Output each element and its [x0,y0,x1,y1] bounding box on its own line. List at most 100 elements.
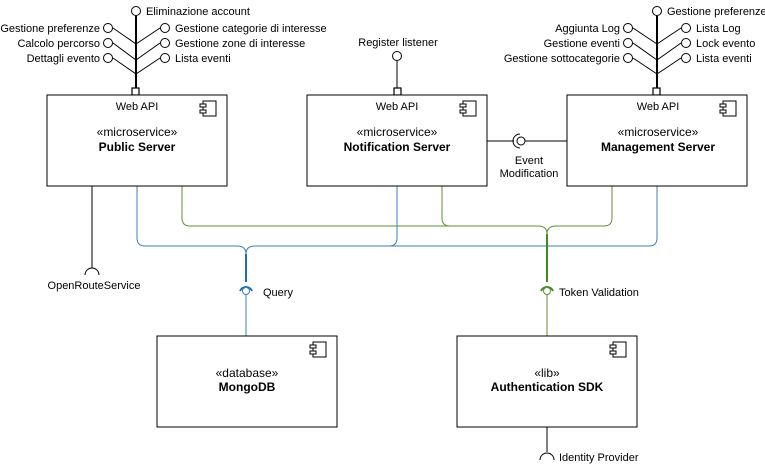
authentication-sdk-component: «lib» Authentication SDK [456,335,638,428]
management-to-token-line [546,186,613,235]
notification-webapi-label: Web API [376,101,419,113]
mongodb-name: MongoDB [219,380,276,394]
branch [112,27,137,45]
iface-aggiunta-log-lollipop [623,23,633,33]
branch [112,57,137,75]
iface-eliminazione-account-label: Eliminazione account [146,6,250,18]
notification-webapi-port [393,87,402,96]
branch [632,57,658,75]
iface-lista-log-label: Lista Log [696,23,741,35]
notification-server-box [306,94,488,187]
iface-gestione-zone-label: Gestione zone di interesse [175,38,305,50]
branch [135,57,161,75]
public-server-component: Web API «microservice» Public Server [46,94,228,187]
identity-provider-socket [539,452,555,461]
event-mod-ball [516,136,526,146]
iface-lista-eventi-m-label: Lista eventi [696,53,752,65]
iface-gestione-eventi-label: Gestione eventi [544,38,620,50]
iface-lock-evento-lollipop [681,38,691,48]
component-icon [199,100,217,117]
iface-lista-log-lollipop [681,23,691,33]
iface-gestione-categorie-lollipop [160,23,170,33]
identity-provider-interface: Identity Provider [539,427,639,464]
management-stereotype: «microservice» [618,125,699,139]
branch [656,42,682,61]
iface-gestione-eventi-lollipop [623,38,633,48]
iface-gestione-categorie-label: Gestione categorie di interesse [175,23,327,35]
iface-calcolo-percorso-lollipop [103,38,113,48]
notification-server-component: Web API «microservice» Notification Serv… [306,94,488,187]
mongodb-stereotype: «database» [216,366,279,380]
auth-sdk-stereotype: «lib» [534,366,560,380]
iface-eliminazione-account-lollipop [131,6,141,16]
iface-lista-eventi-m-lollipop [681,53,691,63]
iface-gestione-preferenze-lollipop [103,23,113,33]
management-to-query-line [255,186,658,247]
component-icon [459,100,477,117]
iface-lock-evento-label: Lock evento [696,38,755,50]
branch [135,42,161,61]
public-stereotype: «microservice» [97,125,178,139]
iface-register-listener-lollipop [392,51,402,61]
branch [112,42,137,61]
mongodb-component: «database» MongoDB [156,335,338,428]
iface-gestione-preferenze-m-label: Gestione preferenze [667,6,765,18]
query-connection-lines [136,186,658,336]
mongodb-box [156,335,338,428]
iface-dettagli-evento-label: Dettagli evento [27,53,100,65]
branch [656,27,682,45]
public-webapi-label: Web API [116,101,159,113]
management-server-name: Management Server [601,140,715,154]
token-validation-label: Token Validation [559,287,639,299]
notification-to-query-line [245,186,398,255]
iface-register-listener-label: Register listener [358,37,438,49]
notification-stereotype: «microservice» [357,125,438,139]
branch [135,27,161,45]
event-modification-interface: Event Modification [487,133,567,180]
management-webapi-label: Web API [637,101,680,113]
component-icon [719,100,737,117]
public-to-query-line [136,186,247,280]
auth-sdk-name: Authentication SDK [491,380,604,394]
iface-calcolo-percorso-label: Calcolo percorso [17,38,100,50]
notification-to-token-line [441,186,451,227]
query-ball [242,287,250,295]
openroute-socket [84,267,100,276]
notification-interfaces: Register listener [358,37,438,96]
iface-gestione-sottocategorie-label: Gestione sottocategorie [504,53,620,65]
iface-lista-eventi-label: Lista eventi [175,53,231,65]
iface-gestione-preferenze-m-lollipop [652,6,662,16]
public-server-box [46,94,228,187]
iface-lista-eventi-lollipop [160,53,170,63]
iface-gestione-zone-lollipop [160,38,170,48]
iface-aggiunta-log-label: Aggiunta Log [555,23,620,35]
openroute-label: OpenRouteService [48,280,141,292]
notification-server-name: Notification Server [344,140,451,154]
token-validation-interface: Token Validation [540,286,639,299]
branch [656,57,682,75]
management-server-component: Web API «microservice» Management Server [566,94,748,187]
query-interface: Query [239,286,293,299]
iface-gestione-preferenze-label: Gestione preferenze [0,23,100,35]
component-icon [309,341,327,358]
iface-gestione-sottocategorie-lollipop [623,53,633,63]
event-modification-label-2: Modification [500,168,559,180]
public-server-name: Public Server [99,140,176,154]
public-interfaces: Eliminazione account Gestione preferenze… [0,6,327,96]
management-webapi-port [652,87,661,96]
query-label: Query [263,287,293,299]
token-connection-lines [181,186,613,336]
management-interfaces: Gestione preferenze Aggiunta Log Gestion… [504,6,765,96]
event-modification-label-1: Event [515,155,543,167]
openroute-interface: OpenRouteService [48,186,141,292]
component-icon [609,341,627,358]
identity-provider-label: Identity Provider [559,452,639,464]
iface-dettagli-evento-lollipop [103,53,113,63]
token-ball [543,287,551,295]
public-to-token-line [181,186,548,282]
event-mod-socket [512,133,521,149]
authentication-sdk-box [456,335,638,428]
public-webapi-port [131,87,140,96]
branch [632,42,658,61]
